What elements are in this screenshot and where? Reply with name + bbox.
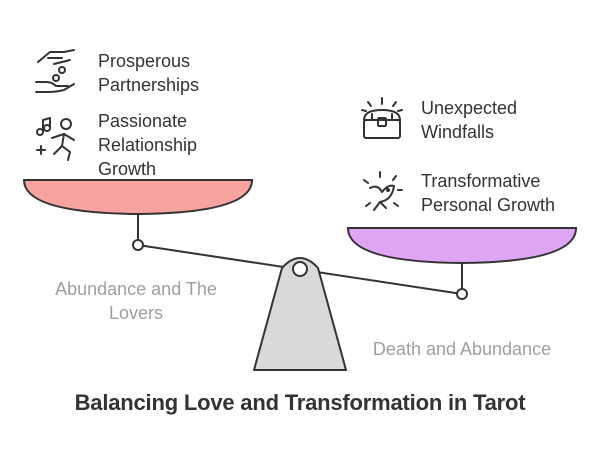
side-label-line: Death and Abundance bbox=[372, 339, 552, 359]
item-line: Transformative bbox=[421, 171, 541, 191]
item-line: Growth bbox=[98, 159, 157, 179]
item-line: Personal Growth bbox=[421, 195, 556, 215]
item-prosperous-partnerships: Prosperous Partnerships bbox=[98, 49, 199, 97]
right-side-label: Death and Abundance bbox=[352, 337, 572, 361]
item-line: Windfalls bbox=[421, 122, 495, 142]
treasure-chest-icon bbox=[361, 97, 403, 139]
item-line: Passionate bbox=[98, 111, 188, 131]
page-title: Balancing Love and Transformation in Tar… bbox=[74, 390, 526, 415]
item-passionate-relationship-growth: Passionate Relationship Growth bbox=[98, 109, 197, 181]
item-line: Relationship bbox=[98, 135, 198, 155]
side-label-line: Lovers bbox=[108, 303, 164, 323]
item-line: Partnerships bbox=[98, 75, 200, 95]
side-label-line: Abundance and The bbox=[55, 279, 217, 299]
item-line: Prosperous bbox=[98, 51, 191, 71]
left-side-label: Abundance and The Lovers bbox=[26, 277, 246, 325]
dancing-music-icon bbox=[36, 117, 75, 161]
item-unexpected-windfalls: Unexpected Windfalls bbox=[421, 96, 517, 144]
hand-coins-icon bbox=[35, 49, 75, 93]
fulcrum bbox=[253, 257, 347, 371]
bird-icon bbox=[363, 171, 403, 211]
right-pan bbox=[346, 227, 578, 265]
item-transformative-personal-growth: Transformative Personal Growth bbox=[421, 169, 555, 217]
item-line: Unexpected bbox=[421, 98, 518, 118]
center-pivot bbox=[292, 261, 308, 277]
left-pan bbox=[22, 179, 254, 216]
left-pivot bbox=[132, 239, 144, 251]
right-pivot bbox=[456, 288, 468, 300]
